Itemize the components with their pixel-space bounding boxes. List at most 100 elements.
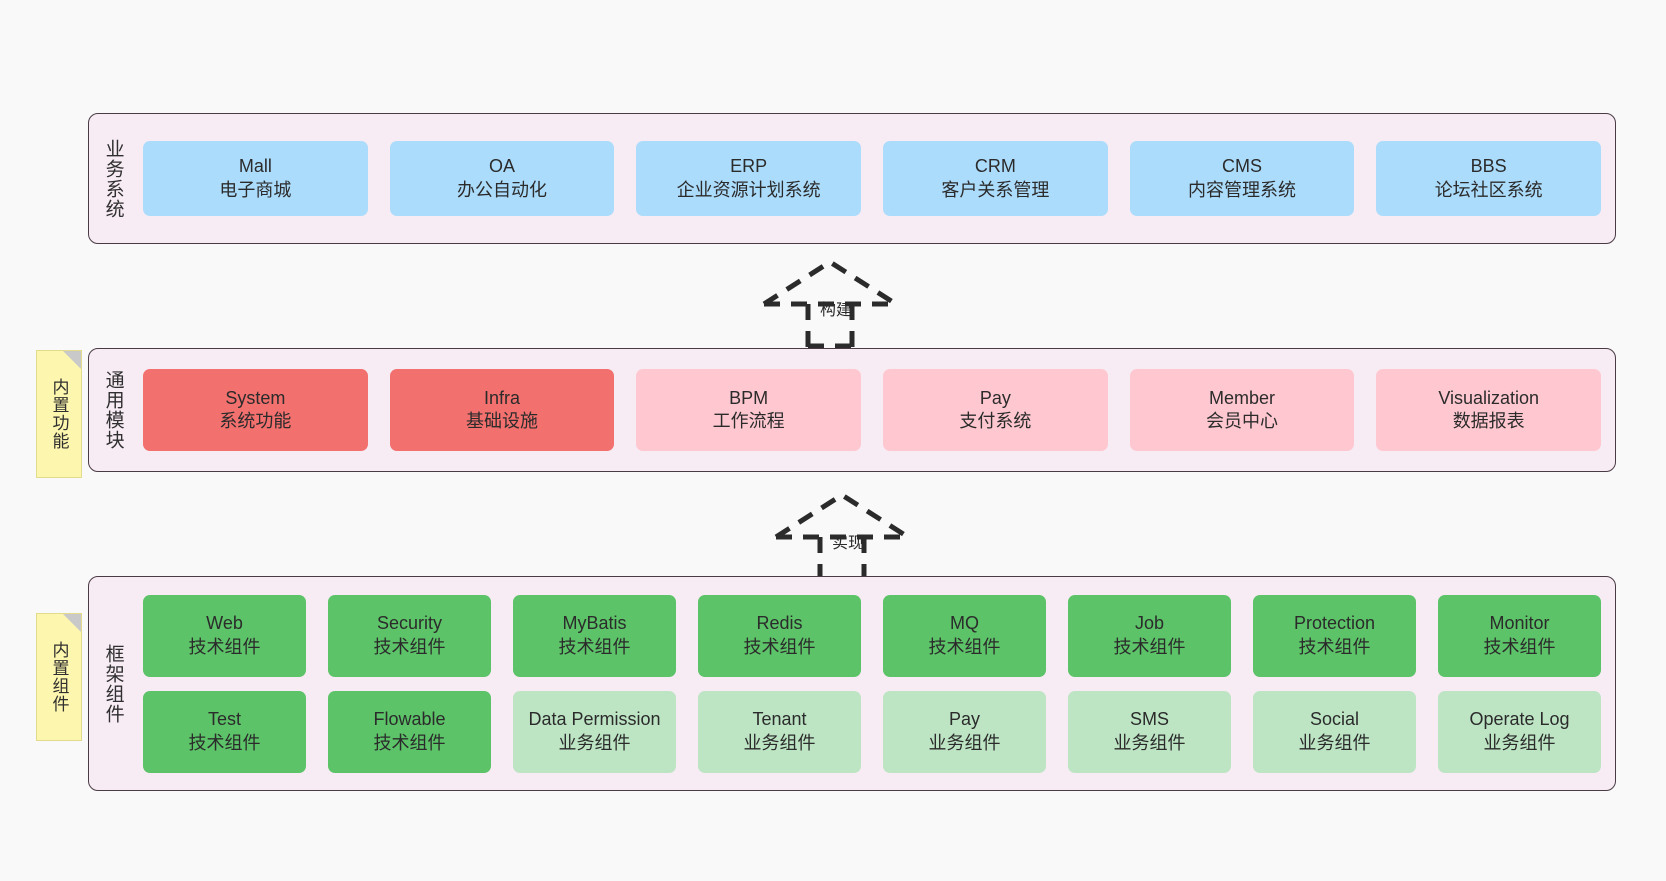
common-modules-row: System 系统功能 Infra 基础设施 BPM 工作流程 Pay 支付系统… [143,369,1602,451]
card-title-cn: 办公自动化 [457,179,547,200]
card-title-cn: 技术组件 [928,636,1001,657]
card-system[interactable]: System 系统功能 [143,369,368,451]
card-sms[interactable]: SMS 业务组件 [1068,690,1231,773]
card-oa[interactable]: OA 办公自动化 [389,141,615,216]
layer-framework-components: 框架组件 Web 技术组件 Security 技术组件 MyBatis 技术组件… [88,576,1616,791]
card-title-cn: 工作流程 [712,411,785,431]
card-title-en: System [225,387,286,408]
card-bpm[interactable]: BPM 工作流程 [636,369,862,451]
card-title-cn: 数据报表 [1452,411,1525,431]
card-title-en: Job [1134,613,1165,634]
card-title-cn: 技术组件 [188,636,261,657]
card-flowable[interactable]: Flowable 技术组件 [328,690,491,773]
card-title-en: Tenant [752,709,807,730]
sticky-note-label: 内置组件 [49,641,69,713]
card-title-en: Protection [1293,613,1376,634]
card-erp[interactable]: ERP 企业资源计划系统 [636,141,862,216]
card-title-en: Flowable [373,709,446,730]
card-tenant[interactable]: Tenant 业务组件 [698,690,861,773]
card-bbs[interactable]: BBS 论坛社区系统 [1376,141,1602,216]
card-security[interactable]: Security 技术组件 [328,594,491,677]
card-title-cn: 技术组件 [373,636,446,657]
card-test[interactable]: Test 技术组件 [143,690,306,773]
framework-tech-components-row: Web 技术组件 Security 技术组件 MyBatis 技术组件 Redi… [143,594,1601,677]
card-title-cn: 支付系统 [959,411,1032,431]
card-title-en: MyBatis [562,613,627,634]
card-title-cn: 技术组件 [1483,636,1556,657]
card-title-cn: 基础设施 [466,411,538,431]
card-title-en: Data Permission [528,709,661,730]
card-social[interactable]: Social 业务组件 [1253,690,1416,773]
card-pay[interactable]: Pay 支付系统 [883,369,1108,451]
card-title-cn: 业务组件 [743,732,816,753]
connector-label-implement: 实现 [832,535,865,552]
card-title-en: Web [206,613,243,634]
card-title-en: Security [376,613,443,634]
card-title-cn: 技术组件 [373,732,446,753]
card-title-en: Mall [238,156,272,177]
layer-common-modules: 通用模块 System 系统功能 Infra 基础设施 BPM 工作流程 Pay… [88,348,1616,472]
card-title-en: ERP [730,156,768,177]
card-infra[interactable]: Infra 基础设施 [389,369,615,451]
framework-business-components-row: Test 技术组件 Flowable 技术组件 Data Permission … [143,690,1601,773]
sticky-fold-icon [63,614,81,632]
layer-body-common-modules: System 系统功能 Infra 基础设施 BPM 工作流程 Pay 支付系统… [137,349,1615,471]
card-title-cn: 技术组件 [1298,636,1371,657]
card-cms[interactable]: CMS 内容管理系统 [1129,141,1355,216]
card-title-cn: 技术组件 [743,636,816,657]
card-title-cn: 论坛社区系统 [1434,179,1543,200]
card-title-en: MQ [950,613,979,634]
layer-title-business-systems: 业务系统 [102,138,124,219]
layer-title-framework-components: 框架组件 [102,643,124,724]
card-title-en: Redis [756,613,803,634]
card-mq[interactable]: MQ 技术组件 [883,594,1046,677]
card-title-cn: 电子商城 [219,179,292,200]
card-title-en: Monitor [1489,613,1550,634]
card-title-cn: 技术组件 [558,636,631,657]
card-title-cn: 企业资源计划系统 [676,179,821,200]
card-title-en: OA [489,156,516,177]
card-title-en: Pay [979,387,1011,408]
card-title-cn: 业务组件 [558,732,631,753]
card-title-en: BBS [1470,156,1507,177]
card-title-cn: 技术组件 [1113,636,1186,657]
connector-implement: 实现 [772,491,922,582]
card-title-en: Test [207,709,241,730]
card-data-permission[interactable]: Data Permission 业务组件 [513,690,676,773]
card-title-en: Visualization [1438,387,1540,408]
connector-label-build: 构建 [820,302,853,319]
card-title-cn: 业务组件 [1298,732,1371,753]
card-title-cn: 会员中心 [1206,411,1279,431]
card-title-en: Member [1209,387,1276,408]
card-mall[interactable]: Mall 电子商城 [143,141,368,216]
card-title-en: BPM [729,387,769,408]
card-title-en: Operate Log [1469,709,1570,730]
sticky-fold-icon [63,351,81,369]
card-title-en: Social [1309,709,1360,730]
card-redis[interactable]: Redis 技术组件 [698,594,861,677]
card-member[interactable]: Member 会员中心 [1129,369,1355,451]
card-visualization[interactable]: Visualization 数据报表 [1376,369,1602,451]
card-title-cn: 业务组件 [1483,732,1556,753]
card-title-en: CRM [974,156,1016,177]
card-mybatis[interactable]: MyBatis 技术组件 [513,594,676,677]
card-crm[interactable]: CRM 客户关系管理 [883,141,1108,216]
layer-body-framework-components: Web 技术组件 Security 技术组件 MyBatis 技术组件 Redi… [137,577,1615,790]
card-title-cn: 内容管理系统 [1188,179,1297,200]
card-web[interactable]: Web 技术组件 [143,594,306,677]
sticky-note-builtin-components: 内置组件 [36,613,82,741]
card-monitor[interactable]: Monitor 技术组件 [1438,594,1601,677]
connector-build: 构建 [760,258,910,349]
card-title-cn: 业务组件 [1113,732,1186,753]
card-title-cn: 业务组件 [928,732,1001,753]
sticky-note-label: 内置功能 [49,378,69,450]
card-job[interactable]: Job 技术组件 [1068,594,1231,677]
card-pay-component[interactable]: Pay 业务组件 [883,690,1046,773]
business-systems-row: Mall 电子商城 OA 办公自动化 ERP 企业资源计划系统 CRM 客户关系… [143,141,1602,216]
card-operate-log[interactable]: Operate Log 业务组件 [1438,690,1601,773]
layer-title-common-modules: 通用模块 [102,370,124,450]
sticky-note-builtin-features: 内置功能 [36,350,82,478]
layer-business-systems: 业务系统 Mall 电子商城 OA 办公自动化 ERP 企业资源计划系统 CRM… [88,113,1616,244]
card-protection[interactable]: Protection 技术组件 [1253,594,1416,677]
